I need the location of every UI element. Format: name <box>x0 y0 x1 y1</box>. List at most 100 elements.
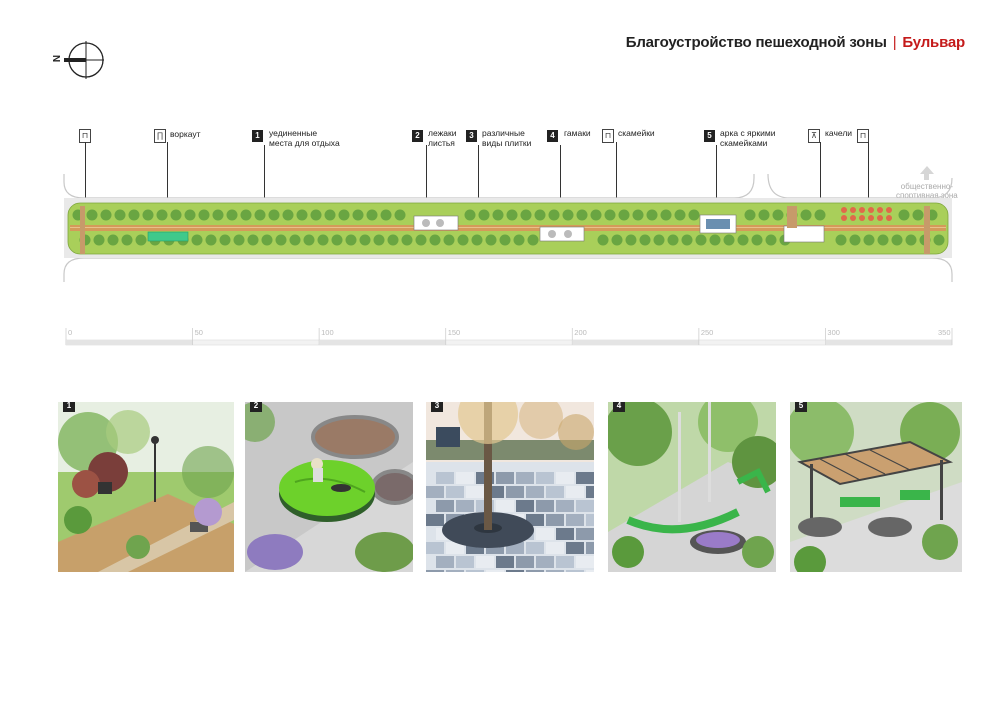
tree <box>674 209 686 221</box>
callout-number-4: 4 <box>547 130 558 142</box>
swing-seat <box>868 207 874 213</box>
tree <box>233 234 245 246</box>
bench-icon: ⊓ <box>79 129 91 143</box>
paving-tile <box>566 570 584 572</box>
paving-tile <box>556 556 574 568</box>
tree <box>646 209 658 221</box>
paving-tile <box>456 556 474 568</box>
photo-5: 5 <box>790 402 962 572</box>
callout-label-4: гамаки <box>564 128 591 138</box>
tree <box>758 209 770 221</box>
paving-tile <box>516 472 534 484</box>
photo-number: 1 <box>63 402 75 412</box>
photo-1: 1 <box>58 402 234 572</box>
tree <box>303 234 315 246</box>
tree <box>205 234 217 246</box>
swing-seat <box>859 207 865 213</box>
tree <box>695 234 707 246</box>
scale-segment <box>825 340 952 345</box>
callout-number-2: 2 <box>412 130 423 142</box>
paving-tile <box>536 472 554 484</box>
tree <box>366 209 378 221</box>
tree <box>653 234 665 246</box>
tree <box>772 209 784 221</box>
paving-tile <box>556 472 574 484</box>
tree <box>443 234 455 246</box>
scale-label: 50 <box>194 328 203 337</box>
paving-tile <box>526 542 544 554</box>
paving-tile <box>466 570 484 572</box>
tree <box>667 234 679 246</box>
paving-tile <box>426 514 444 526</box>
swing-icon: ⊼ <box>808 129 820 143</box>
scale-bar <box>65 328 953 346</box>
tree <box>849 234 861 246</box>
tree <box>597 234 609 246</box>
paving-tile <box>516 500 534 512</box>
tree <box>345 234 357 246</box>
tree <box>100 209 112 221</box>
tree <box>261 234 273 246</box>
paving-tile <box>506 486 524 498</box>
paving-tile <box>526 570 544 572</box>
paving-tile <box>556 500 574 512</box>
swing-seat <box>841 215 847 221</box>
tree <box>688 209 700 221</box>
paving-tile <box>536 500 554 512</box>
scale-segment <box>319 340 446 345</box>
tree <box>254 209 266 221</box>
callout-label-workout: воркаут <box>170 129 201 139</box>
tree <box>317 234 329 246</box>
tree <box>198 209 210 221</box>
tree <box>380 209 392 221</box>
paving-tile <box>546 570 564 572</box>
tree <box>268 209 280 221</box>
tree <box>373 234 385 246</box>
tree <box>212 209 224 221</box>
paving-tile <box>436 556 454 568</box>
tree <box>611 234 623 246</box>
photo-number: 3 <box>431 402 443 412</box>
tree <box>275 234 287 246</box>
swing-seat <box>868 215 874 221</box>
tree <box>93 234 105 246</box>
callout-label-5: арка с яркими скамейками <box>720 128 776 148</box>
tree <box>800 209 812 221</box>
scale-label: 100 <box>321 328 334 337</box>
callout-label-swings: качели <box>825 128 853 138</box>
compass-letter: N <box>52 54 64 63</box>
tree <box>681 234 693 246</box>
tree <box>933 234 945 246</box>
tree <box>534 209 546 221</box>
paving-tile <box>556 528 574 540</box>
paving-tile <box>576 528 594 540</box>
paving-tile <box>536 556 554 568</box>
swing-seat <box>841 207 847 213</box>
tree <box>709 234 721 246</box>
callout-number-1: 1 <box>252 130 263 142</box>
scale-label: 300 <box>827 328 840 337</box>
paving-tile <box>576 556 594 568</box>
tree <box>156 209 168 221</box>
paving-tile <box>566 514 584 526</box>
paving-tile <box>426 570 444 572</box>
tree <box>289 234 301 246</box>
tree <box>107 234 119 246</box>
bench-icon: ⊓ <box>857 129 869 143</box>
callout-label-1: уединенные места для отдыха <box>269 128 340 148</box>
paving-tile <box>526 514 544 526</box>
tree <box>121 234 133 246</box>
tree <box>226 209 238 221</box>
paving-tile <box>456 500 474 512</box>
tree <box>128 209 140 221</box>
tree <box>471 234 483 246</box>
photo-4: 4 <box>608 402 776 572</box>
paving-tile <box>476 556 494 568</box>
tree <box>282 209 294 221</box>
tree <box>478 209 490 221</box>
paving-tile <box>586 570 594 572</box>
tree <box>905 234 917 246</box>
paving-tile <box>486 570 504 572</box>
swing-seat <box>886 207 892 213</box>
tree <box>891 234 903 246</box>
